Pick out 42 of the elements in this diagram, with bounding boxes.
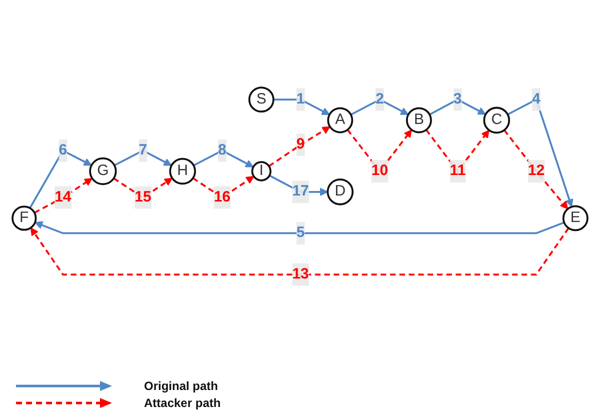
- legend-label: Original path: [144, 379, 218, 393]
- arrow: [268, 175, 328, 196]
- edge-label: 6: [58, 142, 67, 158]
- edge-label: 2: [375, 91, 384, 108]
- node-circle: F: [11, 206, 36, 232]
- arrow: [428, 98, 486, 116]
- node-circle: G: [88, 158, 116, 186]
- edge-label: 11: [449, 163, 466, 180]
- arrow: [272, 98, 330, 116]
- edge-label: 12: [527, 163, 544, 180]
- edge-label: 1: [296, 91, 304, 108]
- arrow: [268, 126, 330, 168]
- edge-label: 7: [138, 142, 147, 158]
- node-circle: I: [250, 162, 271, 182]
- node-circle: A: [326, 108, 353, 134]
- arrow: [30, 228, 569, 276]
- arrow: [28, 150, 92, 209]
- legend-label: Attacker path: [144, 396, 221, 410]
- edge-label: 14: [54, 189, 71, 206]
- node-circle: S: [248, 86, 274, 113]
- arrow: [113, 150, 172, 167]
- edge-label: 10: [370, 163, 388, 180]
- arrow: [503, 130, 568, 210]
- edge-label: 8: [218, 142, 226, 158]
- edge-label: 9: [296, 136, 304, 153]
- edge-label: 17: [292, 184, 308, 200]
- arrow: [192, 150, 254, 168]
- arrow: [350, 98, 408, 116]
- edge-label: 5: [296, 225, 304, 242]
- arrow: [33, 178, 92, 214]
- arrow: [506, 98, 573, 208]
- arrow: [34, 222, 564, 234]
- edge-label: 4: [532, 91, 540, 108]
- node-circle: D: [326, 178, 354, 206]
- edge-label: 15: [134, 189, 151, 206]
- edge-label: 13: [292, 266, 308, 282]
- node-circle: E: [562, 206, 588, 232]
- node-circle: C: [482, 107, 510, 134]
- edge-label: 3: [452, 91, 462, 108]
- node-circle: B: [405, 108, 432, 134]
- node-circle: H: [168, 158, 196, 185]
- edge-label: 16: [213, 189, 230, 206]
